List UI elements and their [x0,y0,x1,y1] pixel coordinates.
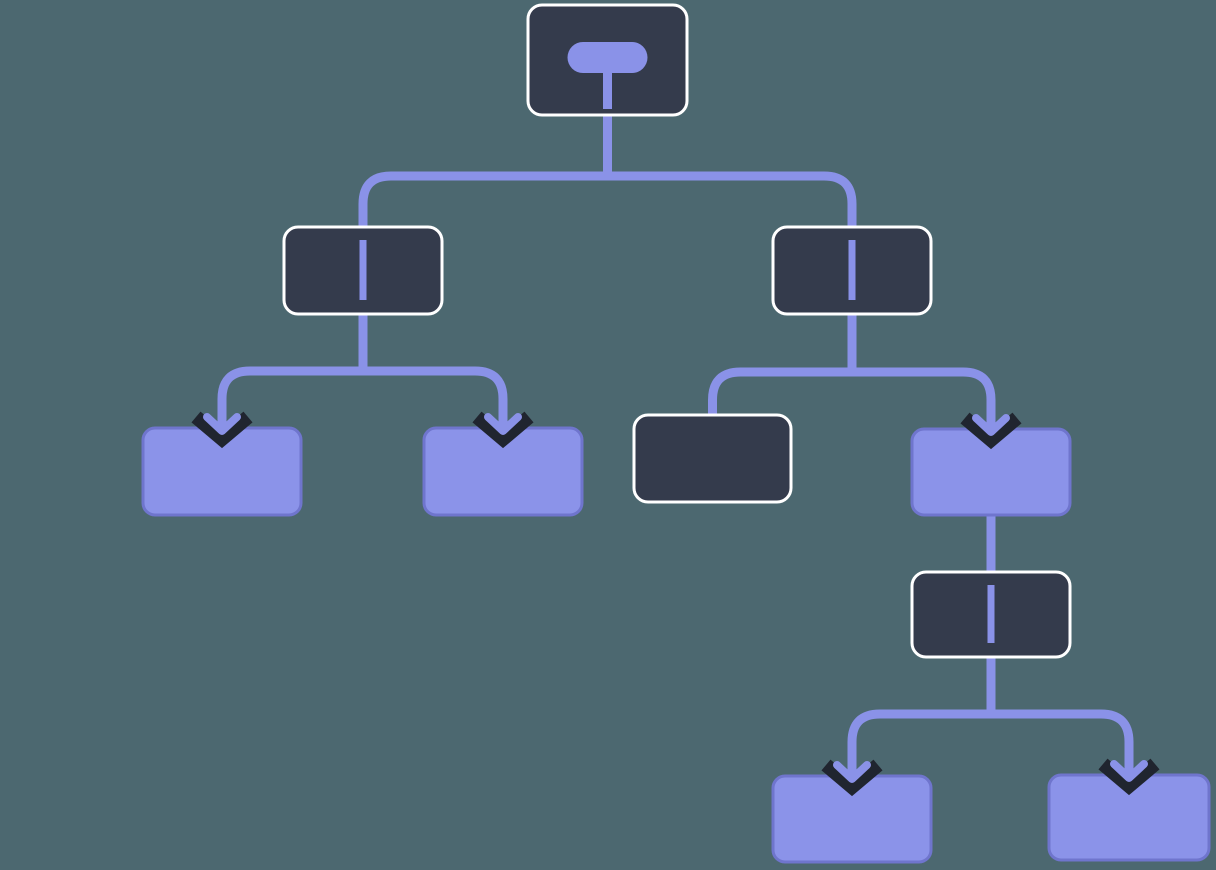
root-pill-glyph [567,42,648,73]
collapse-chevron-icon [960,412,1022,450]
node-passthrough-bar [848,240,856,300]
connector-branch [847,709,1134,778]
node-passthrough-bar [359,240,367,300]
collapse-chevron-icon [472,411,534,449]
connector-branch [708,367,996,431]
root-pill-stem [603,65,612,109]
arrowhead-icon [833,761,871,783]
arrowhead-icon [972,414,1010,436]
connector-branch [358,171,857,229]
connector-branch [217,366,508,430]
tree-node-node-plain [632,413,793,504]
collapse-chevron-icon [191,411,253,449]
arrowhead-icon [203,413,241,435]
collapse-chevron-icon [1098,758,1160,796]
arrowhead-icon [484,413,522,435]
collapse-chevron-icon [821,759,883,797]
node-passthrough-bar [987,585,995,643]
arrowhead-icon [1110,760,1148,782]
